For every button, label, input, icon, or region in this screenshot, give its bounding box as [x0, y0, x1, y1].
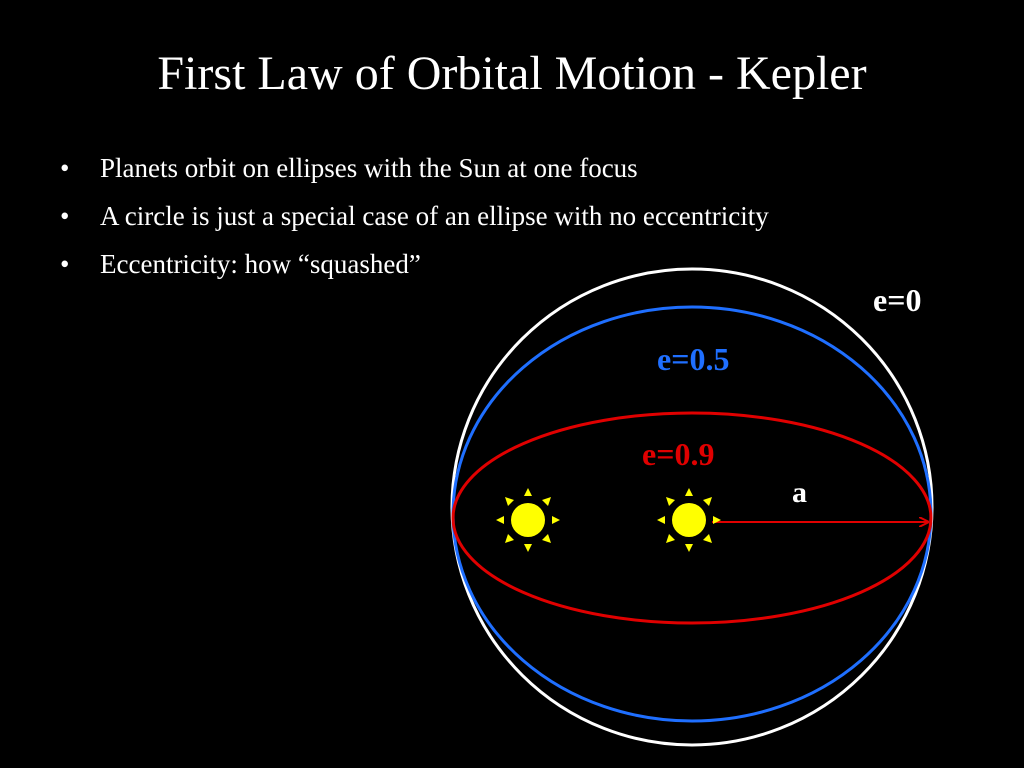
label-red-ellipse: e=0.9 [642, 436, 714, 472]
sun-icon [496, 488, 560, 552]
bullet-item: • Planets orbit on ellipses with the Sun … [58, 144, 769, 192]
bullet-dot: • [60, 249, 70, 279]
red-ellipse-orbit [451, 411, 933, 625]
slide-title: First Law of Orbital Motion - Kepler [157, 47, 867, 100]
bullet-dot: • [60, 201, 70, 231]
bullet-text: A circle is just a special case of an el… [100, 201, 769, 231]
label-blue-ellipse: e=0.5 [657, 341, 729, 377]
bullet-dot: • [60, 153, 70, 183]
bullet-text: Planets orbit on ellipses with the Sun a… [100, 153, 638, 183]
bullet-item: • Eccentricity: how “squashed” [58, 240, 769, 288]
label-semi-major-axis: a [792, 476, 807, 509]
sun-icon [657, 488, 721, 552]
label-circle: e=0 [873, 282, 921, 318]
bullet-list: • Planets orbit on ellipses with the Sun … [58, 144, 769, 288]
bullet-item: • A circle is just a special case of an e… [58, 192, 769, 240]
bullet-text: Eccentricity: how “squashed” [100, 249, 421, 279]
